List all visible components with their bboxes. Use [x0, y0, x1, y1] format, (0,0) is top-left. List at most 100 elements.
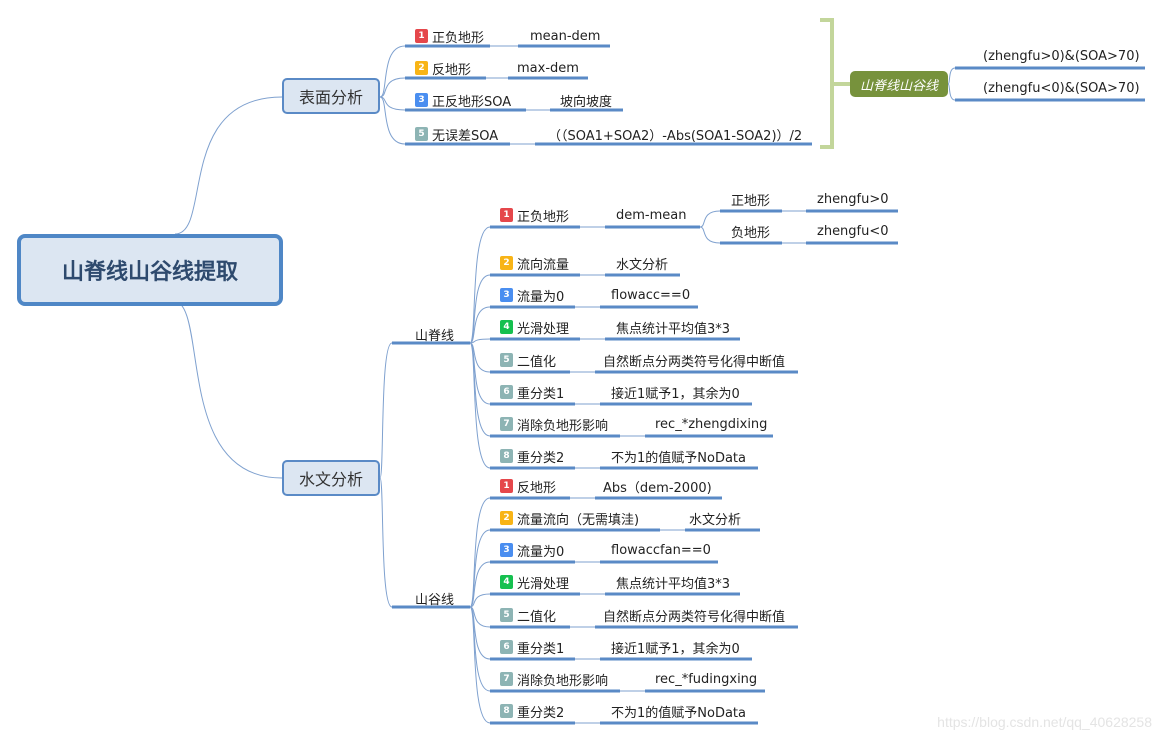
priority-badge: 1	[415, 29, 428, 43]
step-value[interactable]: flowacc==0	[611, 287, 691, 303]
step-name: 反地形	[517, 480, 557, 496]
surface-step[interactable]: 5 无误差SOA	[415, 124, 498, 144]
valley-branch	[469, 606, 491, 724]
sub-name[interactable]: 正地形	[731, 193, 771, 209]
sub-name[interactable]: 负地形	[731, 225, 771, 241]
step-value[interactable]: mean-dem	[530, 28, 601, 44]
valley-branch	[469, 497, 491, 608]
ridge-branch	[469, 306, 491, 344]
priority-badge: 1	[500, 208, 513, 222]
root-to-hydro	[171, 299, 283, 479]
step-name: 光滑处理	[517, 321, 570, 337]
step-value[interactable]: 水文分析	[689, 512, 742, 528]
step-name: 正负地形	[517, 209, 570, 225]
summary-bracket	[820, 18, 834, 149]
priority-badge: 6	[500, 385, 513, 399]
valley-branch	[469, 593, 491, 608]
step-value[interactable]: 自然断点分两类符号化得中断值	[603, 354, 786, 370]
subbranch	[699, 226, 721, 244]
hydro-analysis-node[interactable]: 水文分析	[282, 460, 380, 496]
priority-badge: 3	[415, 93, 428, 107]
step-value[interactable]: 不为1的值赋予NoData	[611, 450, 746, 466]
step-name: 无误差SOA	[432, 128, 499, 144]
ridge-step[interactable]: 4 光滑处理	[500, 317, 569, 337]
hydro-to-ridge	[379, 342, 393, 479]
condition-text[interactable]: (zhengfu<0)&(SOA>70)	[983, 80, 1140, 96]
step-value[interactable]: 焦点统计平均值3*3	[616, 321, 731, 337]
step-name: 二值化	[517, 354, 557, 370]
valley-node[interactable]: 山谷线	[415, 593, 455, 608]
step-value[interactable]: 不为1的值赋予NoData	[611, 705, 746, 721]
step-value[interactable]: 自然断点分两类符号化得中断值	[603, 609, 786, 625]
surface-analysis-node[interactable]: 表面分析	[282, 78, 380, 114]
valley-step[interactable]: 5 二值化	[500, 605, 556, 625]
step-value[interactable]: 接近1赋予1，其余为0	[611, 386, 740, 402]
surface-analysis-label: 表面分析	[298, 88, 363, 107]
valley-branch	[469, 561, 491, 608]
priority-badge: 1	[500, 479, 513, 493]
step-value[interactable]: rec_*zhengdixing	[655, 416, 768, 432]
priority-badge: 4	[500, 320, 513, 334]
ridge-branch	[469, 342, 491, 469]
step-value[interactable]: 水文分析	[616, 257, 669, 273]
hydro-analysis-label: 水文分析	[298, 470, 363, 489]
sub-value[interactable]: zhengfu>0	[817, 191, 889, 207]
step-name: 消除负地形影响	[517, 673, 609, 689]
step-name: 重分类2	[517, 450, 565, 466]
root-node[interactable]: 山脊线山谷线提取	[17, 234, 283, 306]
step-value[interactable]: max-dem	[517, 60, 579, 76]
sub-value[interactable]: zhengfu<0	[817, 223, 889, 239]
priority-badge: 3	[500, 288, 513, 302]
priority-badge: 2	[415, 61, 428, 75]
priority-badge: 5	[500, 353, 513, 367]
root-to-surface	[174, 96, 283, 235]
priority-badge: 2	[500, 511, 513, 525]
ridge-step[interactable]: 6 重分类1	[500, 382, 564, 402]
valley-step[interactable]: 7 消除负地形影响	[500, 669, 608, 689]
ridge-branch	[469, 274, 491, 344]
step-name: 流量为0	[517, 289, 565, 305]
hydro-to-valley	[379, 477, 393, 608]
step-value[interactable]: 接近1赋予1，其余为0	[611, 641, 740, 657]
step-name: 二值化	[517, 609, 557, 625]
root-label: 山脊线山谷线提取	[61, 260, 238, 285]
step-value[interactable]: flowaccfan==0	[611, 542, 711, 558]
step-value[interactable]: 坡向坡度	[560, 94, 613, 110]
valley-step[interactable]: 1 反地形	[500, 476, 556, 496]
priority-badge: 5	[415, 127, 428, 141]
step-value[interactable]: dem-mean	[616, 207, 687, 223]
ridge-step[interactable]: 5 二值化	[500, 350, 556, 370]
subbranch	[699, 210, 721, 228]
step-value[interactable]: rec_*fudingxing	[655, 671, 758, 687]
ridge-node[interactable]: 山脊线	[415, 329, 455, 344]
priority-badge: 7	[500, 672, 513, 686]
priority-badge: 5	[500, 608, 513, 622]
surface-branch	[379, 77, 406, 98]
step-name: 重分类1	[517, 386, 565, 402]
surface-branch	[379, 45, 406, 98]
priority-badge: 6	[500, 640, 513, 654]
step-value[interactable]: （（SOA1+SOA2）-Abs(SOA1-SOA2)）/2	[548, 128, 803, 144]
condition-text[interactable]: (zhengfu>0)&(SOA>70)	[983, 48, 1140, 64]
step-value[interactable]: Abs（dem-2000)	[603, 480, 712, 496]
step-name: 消除负地形影响	[517, 418, 609, 434]
ridge-step[interactable]: 1 正负地形	[500, 205, 569, 225]
step-name: 流向流量	[517, 257, 570, 273]
summary-branch	[947, 67, 956, 85]
step-value[interactable]: 焦点统计平均值3*3	[616, 576, 731, 592]
ridge-step[interactable]: 3 流量为0	[500, 285, 564, 305]
priority-badge: 8	[500, 704, 513, 718]
ridge-valley-summary-node[interactable]: 山脊线山谷线	[850, 71, 948, 97]
